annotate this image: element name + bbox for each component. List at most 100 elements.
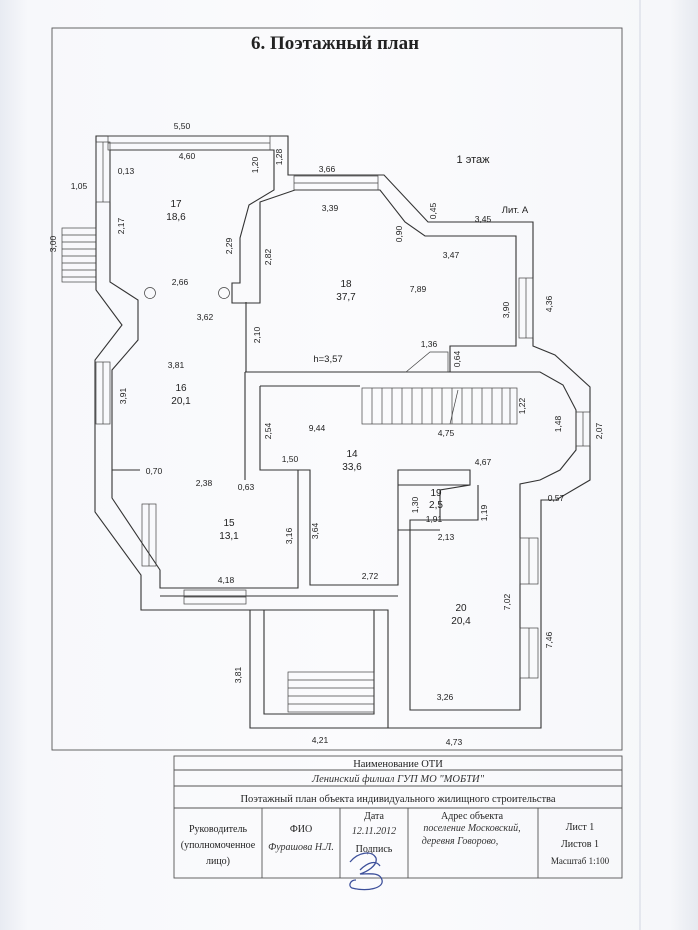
sheets-label: Листов 1: [561, 839, 599, 850]
liter-label: Лит. А: [502, 205, 529, 216]
dim-0-64: 0,64: [452, 350, 462, 367]
room-17-area: 18,6: [166, 212, 186, 223]
dim-3-64: 3,64: [310, 522, 320, 539]
dim-2-72: 2,72: [362, 571, 379, 581]
room-14-area: 33,6: [342, 462, 362, 473]
dim-1-48: 1,48: [553, 415, 563, 432]
title-block: Наименование ОТИ Ленинский филиал ГУП МО…: [173, 755, 623, 891]
address-label: Адрес объекта: [441, 811, 504, 822]
fio-value: Фурашова Н.Л.: [268, 842, 334, 853]
dim-2-54: 2,54: [263, 422, 273, 439]
date-label: Дата: [364, 811, 384, 822]
dim-1-19: 1,19: [479, 504, 489, 521]
dim-3-90: 3,90: [501, 301, 511, 318]
room-19-area: 2,5: [429, 500, 443, 511]
dim-0-63: 0,63: [238, 482, 255, 492]
room-19-wall: [398, 484, 470, 531]
dim-0-90: 0,90: [394, 225, 404, 242]
scale-label: Масштаб 1:100: [551, 856, 610, 866]
address-line-1: поселение Московский,: [423, 823, 520, 834]
page-heading: 6. Поэтажный план: [251, 33, 419, 54]
dim-4-36: 4,36: [544, 295, 554, 312]
role-line-3: лицо): [206, 856, 230, 867]
room-17-number: 17: [170, 199, 182, 210]
room-14-number: 14: [346, 449, 358, 460]
dim-2-07: 2,07: [594, 422, 604, 439]
date-value: 12.11.2012: [352, 826, 396, 837]
room-20-area: 20,4: [451, 616, 471, 627]
title-block-border: [173, 755, 623, 879]
dim-3-00: 3,00: [48, 235, 58, 252]
porch-stair: [287, 671, 375, 713]
dim-1-20: 1,20: [250, 156, 260, 173]
dim-0-13: 0,13: [118, 166, 135, 176]
dim-3-47: 3,47: [443, 250, 460, 260]
room-19-number: 19: [430, 488, 442, 499]
central-stair-treads: [371, 388, 511, 424]
room-16-number: 16: [175, 383, 187, 394]
document-title: Поэтажный план объекта индивидуального ж…: [240, 794, 555, 805]
dim-2-13: 2,13: [438, 532, 455, 542]
left-entrance-stair: [61, 227, 97, 283]
dim-3-26: 3,26: [437, 692, 454, 702]
room-16-area: 20,1: [171, 396, 191, 407]
dim-7-89: 7,89: [410, 284, 427, 294]
dim-3-16: 3,16: [284, 527, 294, 544]
dim-1-36: 1,36: [421, 339, 438, 349]
fio-label: ФИО: [290, 824, 312, 835]
room-18-number: 18: [340, 279, 352, 290]
sheet-label: Лист 1: [566, 822, 594, 833]
dim-2-10: 2,10: [252, 326, 262, 343]
porch-wall: [249, 610, 388, 729]
room-labels: 17 18,6 18 37,7 16 20,1 14 33,6 15 13,1 …: [166, 199, 471, 627]
dim-1-22: 1,22: [517, 397, 527, 414]
dim-0-70: 0,70: [146, 466, 163, 476]
dim-4-67: 4,67: [475, 457, 492, 467]
address-line-2: деревня Говорово,: [422, 836, 499, 847]
org-name: Ленинский филиал ГУП МО "МОБТИ": [311, 774, 485, 785]
dim-3-62: 3,62: [197, 312, 214, 322]
dim-3-91: 3,91: [118, 387, 128, 404]
dim-4-18: 4,18: [218, 575, 235, 585]
drawing-frame: [51, 27, 623, 751]
room-15-area: 13,1: [219, 531, 239, 542]
signature-label: Подпись: [356, 844, 393, 855]
dim-1-28: 1,28: [274, 148, 284, 165]
dim-3-45: 3,45: [475, 214, 492, 224]
org-title: Наименование ОТИ: [353, 759, 443, 770]
room-20-number: 20: [455, 603, 467, 614]
dim-5-50: 5,50: [174, 121, 191, 131]
dim-1-91: 1,91: [426, 514, 443, 524]
role-line-1: Руководитель: [189, 824, 248, 835]
dim-2-38: 2,38: [196, 478, 213, 488]
porch-stair-treads: [288, 679, 374, 705]
floor-label: 1 этаж: [457, 154, 491, 166]
dim-7-02: 7,02: [502, 593, 512, 610]
stairs: [61, 227, 518, 713]
room-20-wall: [410, 485, 479, 521]
central-stair: [361, 387, 518, 425]
outer-wall: [94, 135, 591, 729]
room-18-area: 37,7: [336, 292, 356, 303]
dim-0-45: 0,45: [428, 202, 438, 219]
dim-2-17: 2,17: [116, 217, 126, 234]
inner-wall-contour: [109, 149, 577, 711]
dim-1-30: 1,30: [410, 496, 420, 513]
dim-7-46: 7,46: [544, 631, 554, 648]
dim-4-73: 4,73: [446, 737, 463, 747]
dim-3-81-room16: 3,81: [168, 360, 185, 370]
central-stair-break: [449, 389, 459, 425]
dim-0-57: 0,57: [548, 493, 565, 503]
dim-2-29: 2,29: [224, 237, 234, 254]
dim-3-66: 3,66: [319, 164, 336, 174]
stair-hall-wall: [244, 371, 450, 480]
dim-1-50: 1,50: [282, 454, 299, 464]
dim-2-82: 2,82: [263, 248, 273, 265]
column-left: [144, 287, 156, 299]
bottom-wall: [141, 595, 398, 611]
dim-3-39: 3,39: [322, 203, 339, 213]
dim-4-75: 4,75: [438, 428, 455, 438]
ceiling-height-label: h=3,57: [313, 354, 342, 365]
left-stair-treads: [62, 234, 96, 278]
